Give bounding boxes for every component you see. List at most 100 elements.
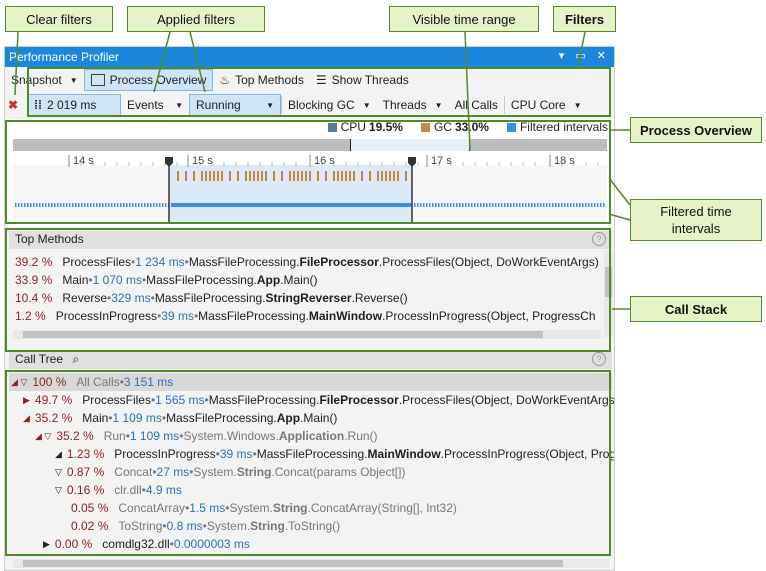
method-class: FileProcessor <box>299 255 379 269</box>
filter-bar: ✖ ⁞⁞ 2 019 ms Events▼ Running▼ Blocking … <box>5 93 614 117</box>
separator-dot: • <box>88 273 93 287</box>
filtered-interval-mark <box>147 203 149 207</box>
scroll-thumb[interactable] <box>23 560 563 567</box>
method-row[interactable]: ◢ ▽35.2 %Run • 1 109 ms • System.Windows… <box>35 427 378 445</box>
filtered-interval-mark <box>117 203 119 207</box>
filtered-interval-mark <box>309 203 312 207</box>
flame-icon: ♨ <box>219 73 231 87</box>
filtered-interval-mark <box>513 203 515 207</box>
callout-filters: Filters <box>553 6 616 32</box>
filtered-interval-mark <box>234 203 237 207</box>
collapse-icon[interactable]: ◢ ▽ <box>35 430 52 441</box>
show-threads-toggle[interactable]: ☰ Show Threads <box>310 69 415 91</box>
range-end-marker-icon[interactable] <box>408 157 416 167</box>
method-row[interactable]: 33.9 %Main • 1 070 ms • MassFileProcessi… <box>15 271 318 289</box>
method-percent: 0.05 % <box>71 501 109 515</box>
filtered-interval-mark <box>420 203 422 207</box>
cpu-core-dropdown[interactable]: CPU Core▼ <box>505 94 588 116</box>
chevron-down-icon: ▼ <box>266 100 274 110</box>
filtered-interval-mark <box>450 203 452 207</box>
call-tree-header: Call Tree ⌕ ? <box>9 351 612 369</box>
filtered-interval-mark <box>186 203 189 207</box>
method-row[interactable]: ◢ ▽100 %All Calls • 3 151 ms <box>11 373 173 391</box>
gc-mark <box>353 171 355 181</box>
filtered-interval-mark <box>330 203 333 207</box>
window-titlebar: Performance Profiler ▾ ▭ ✕ <box>5 47 614 67</box>
filtered-interval-mark <box>363 203 366 207</box>
method-row[interactable]: ◢1.23 %ProcessInProgress • 39 ms • MassF… <box>55 445 615 463</box>
process-overview-panel[interactable]: CPU 19.5% GC 33.0% Filtered intervals 14… <box>5 119 615 227</box>
filtered-interval-mark <box>384 203 387 207</box>
gc-mark <box>325 171 327 181</box>
gc-legend-value: 33.0% <box>454 120 489 134</box>
filtered-interval-mark <box>516 203 518 207</box>
scroll-thumb[interactable] <box>23 331 543 338</box>
method-row[interactable]: ▽0.87 %Concat • 27 ms • System.String.Co… <box>55 463 405 481</box>
running-state-dropdown[interactable]: Running▼ <box>189 94 281 116</box>
method-row[interactable]: 10.4 %Reverse • 329 ms • MassFileProcess… <box>15 289 408 307</box>
top-methods-vscroll[interactable] <box>604 251 613 337</box>
time-tick-label: 16 s <box>314 155 335 167</box>
method-signature: .ProcessInProgress(Object, Progres <box>440 447 615 461</box>
method-signature: .ProcessFiles(Object, DoWorkEventArgs) <box>378 255 599 269</box>
method-name: ProcessInProgress <box>114 447 216 461</box>
clear-filters-button[interactable]: ✖ <box>5 94 27 116</box>
filtered-interval-mark <box>225 203 228 207</box>
filtered-interval-mark <box>594 203 596 207</box>
scroll-thumb[interactable] <box>605 267 612 297</box>
filtered-interval-mark <box>555 203 557 207</box>
time-tick-label: 18 s <box>554 155 575 167</box>
method-name: Concat <box>114 465 153 479</box>
filtered-interval-mark <box>258 203 261 207</box>
filtered-interval-mark <box>321 203 324 207</box>
filtered-interval-mark <box>327 203 330 207</box>
top-methods-toggle[interactable]: ♨ Top Methods <box>213 69 309 91</box>
method-row[interactable]: ▶49.7 %ProcessFiles • 1 565 ms • MassFil… <box>23 391 614 409</box>
method-row[interactable]: 0.02 %ToString • 0.8 ms • System.String.… <box>71 517 340 535</box>
gc-mark <box>257 171 259 181</box>
filtered-interval-mark <box>456 203 458 207</box>
filter-icon[interactable]: ▽ <box>55 484 62 495</box>
overview-strip[interactable] <box>13 139 607 151</box>
method-signature: .ConcatArray(String[], Int32) <box>307 501 457 515</box>
window-controls[interactable]: ▾ ▭ ✕ <box>558 50 610 62</box>
collapse-icon[interactable]: ◢ <box>23 412 30 423</box>
collapse-icon[interactable]: ◢ ▽ <box>11 376 28 387</box>
events-dropdown[interactable]: Events▼ <box>121 94 189 116</box>
separator-dot: • <box>215 447 220 461</box>
top-methods-title: Top Methods <box>15 232 84 246</box>
method-row[interactable]: ▽0.16 %clr.dll • 4.9 ms <box>55 481 182 499</box>
method-row[interactable]: 39.2 %ProcessFiles • 1 234 ms • MassFile… <box>15 253 599 271</box>
filtered-interval-mark <box>24 203 26 207</box>
search-icon[interactable]: ⌕ <box>72 352 80 366</box>
filter-separator <box>281 96 282 114</box>
method-row[interactable]: 0.05 %ConcatArray • 1.5 ms • System.Stri… <box>71 499 457 517</box>
expand-icon[interactable]: ▶ <box>23 394 30 405</box>
help-icon[interactable]: ? <box>592 352 606 366</box>
method-row[interactable]: 1.2 %ProcessInProgress • 39 ms • MassFil… <box>15 307 596 325</box>
filtered-interval-mark <box>189 203 192 207</box>
method-row[interactable]: ▶0.00 %comdlg32.dll • 0.0000003 ms <box>43 535 250 553</box>
filter-icon[interactable]: ▽ <box>55 466 62 477</box>
threads-dropdown[interactable]: Threads▼ <box>377 94 449 116</box>
call-tree-hscroll[interactable] <box>13 559 609 568</box>
help-icon[interactable]: ? <box>592 232 606 246</box>
filtered-interval-mark <box>54 203 56 207</box>
method-row[interactable]: ◢35.2 %Main • 1 109 ms • MassFileProcess… <box>23 409 337 427</box>
filtered-interval-mark <box>579 203 581 207</box>
filtered-interval-mark <box>492 203 494 207</box>
collapse-icon[interactable]: ◢ <box>55 448 62 459</box>
range-start-marker-icon[interactable] <box>165 157 173 167</box>
filtered-interval-mark <box>255 203 258 207</box>
chevron-down-icon: ▼ <box>434 100 443 110</box>
method-class: App <box>276 411 301 425</box>
filtered-interval-mark <box>264 203 267 207</box>
filtered-interval-mark <box>522 203 524 207</box>
top-methods-hscroll[interactable] <box>13 330 601 339</box>
expand-icon[interactable]: ▶ <box>43 538 50 549</box>
filtered-interval-mark <box>36 203 38 207</box>
separator-dot: • <box>157 309 162 323</box>
snapshot-dropdown[interactable]: Snapshot▼ <box>5 69 84 91</box>
blocking-gc-dropdown[interactable]: Blocking GC▼ <box>282 94 377 116</box>
